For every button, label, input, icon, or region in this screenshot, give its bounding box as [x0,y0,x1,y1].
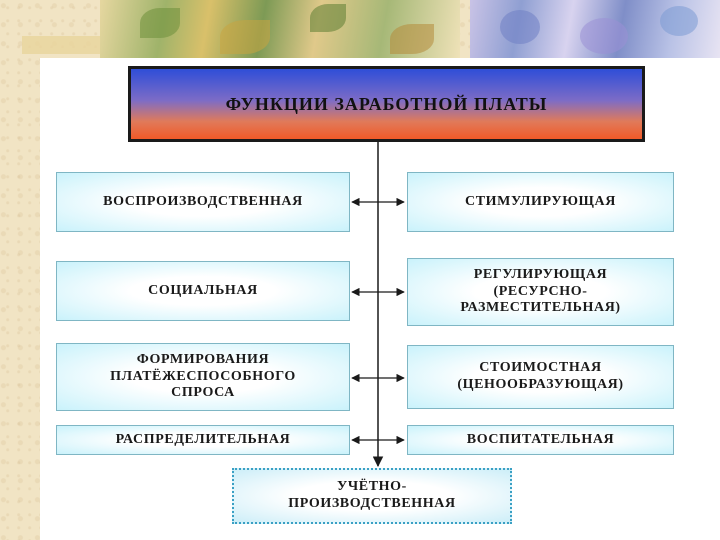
function-box-cost: СТОИМОСТНАЯ (ЦЕНООБРАЗУЮЩАЯ) [407,345,674,409]
function-box-reproductive: ВОСПРОИЗВОДСТВЕННАЯ [56,172,350,232]
function-box-educational: ВОСПИТАТЕЛЬНАЯ [407,425,674,455]
function-box-regulating: РЕГУЛИРУЮЩАЯ (РЕСУРСНО- РАЗМЕСТИТЕЛЬНАЯ) [407,258,674,326]
function-box-distributive: РАСПРЕДЕЛИТЕЛЬНАЯ [56,425,350,455]
decorative-flower-banner [470,0,720,58]
function-box-stimulating: СТИМУЛИРУЮЩАЯ [407,172,674,232]
function-box-accounting-production: УЧЁТНО- ПРОИЗВОДСТВЕННАЯ [232,468,512,524]
function-box-demand-formation: ФОРМИРОВАНИЯ ПЛАТЁЖЕСПОСОБНОГО СПРОСА [56,343,350,411]
function-box-social: СОЦИАЛЬНАЯ [56,261,350,321]
diagram-title: ФУНКЦИИ ЗАРАБОТНОЙ ПЛАТЫ [128,66,645,142]
decorative-leaf-banner [100,0,460,58]
